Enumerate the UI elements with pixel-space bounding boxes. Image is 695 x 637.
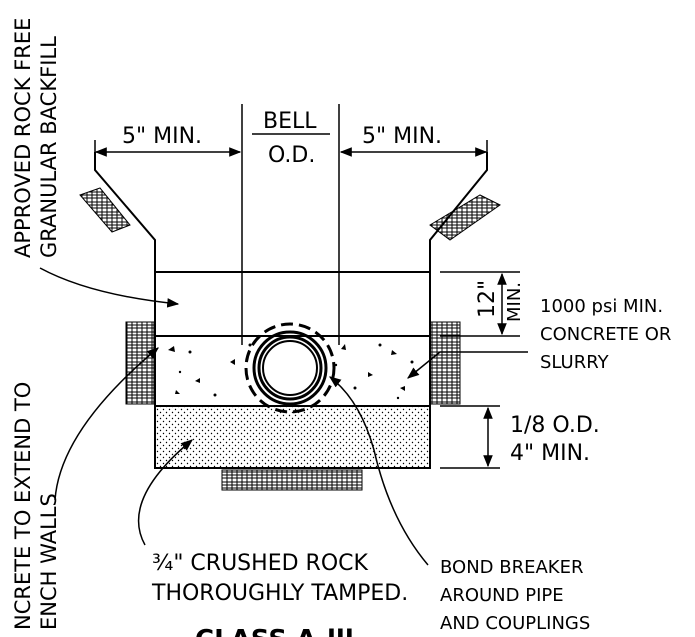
cover-min-label: MIN. — [504, 282, 525, 322]
crushed-rock-label-line2: THOROUGHLY TAMPED. — [151, 581, 408, 606]
concrete-label-line2: CONCRETE OR — [540, 324, 671, 345]
concrete-label-line3: SLURRY — [540, 352, 610, 373]
bond-breaker-label-line1: BOND BREAKER — [440, 557, 583, 578]
concrete-encasement-marks — [168, 343, 414, 400]
crushed-rock-bedding — [156, 407, 429, 467]
backfill-label-line2: GRANULAR BACKFILL — [37, 36, 61, 258]
extend-note-line1: NCRETE TO EXTEND TO — [11, 382, 35, 630]
bedding-depth-line2: 4" MIN. — [510, 441, 590, 466]
leader-lines — [39, 267, 528, 566]
bell-od-label: O.D. — [268, 143, 315, 168]
cover-depth-label: 12" — [475, 280, 500, 318]
extend-note-line2: ENCH WALLS — [37, 493, 61, 630]
detail-title: CLASS A-lll — [195, 625, 354, 637]
dimension-lines — [94, 104, 520, 469]
right-clearance-label: 5" MIN. — [362, 124, 442, 149]
concrete-label-line1: 1000 psi MIN. — [540, 296, 663, 317]
bedding-depth-line1: 1/8 O.D. — [510, 413, 600, 438]
bond-breaker-label-line3: AND COUPLINGS — [440, 613, 590, 634]
bell-label: BELL — [263, 109, 317, 134]
crushed-rock-label-line1: ¾" CRUSHED ROCK — [152, 551, 368, 576]
backfill-label-line1: APPROVED ROCK FREE — [11, 18, 35, 258]
bond-breaker-label-line2: AROUND PIPE — [440, 585, 564, 606]
pipe-cross-section — [244, 322, 336, 414]
left-clearance-label: 5" MIN. — [122, 124, 202, 149]
